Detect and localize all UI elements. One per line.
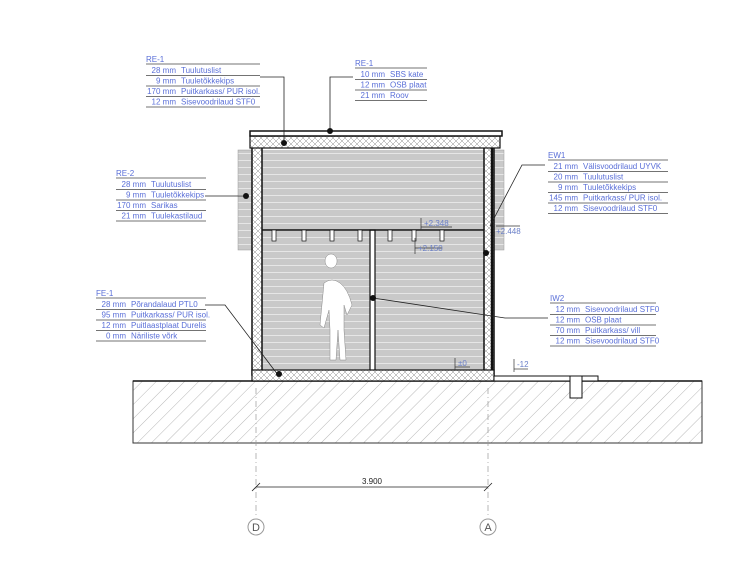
callout-title: RE-1 bbox=[355, 59, 374, 68]
layer-thickness: 12 mm bbox=[556, 337, 581, 346]
shelf bbox=[262, 229, 484, 242]
shelf-bracket bbox=[411, 229, 417, 242]
layer-material: Tuulutuslist bbox=[151, 180, 192, 189]
callout-title: EW1 bbox=[548, 151, 566, 160]
layer-material: Sisevoodrilaud STF0 bbox=[583, 204, 658, 213]
layer-material: OSB plaat bbox=[390, 81, 427, 90]
layer-thickness: 28 mm bbox=[152, 66, 177, 75]
leader-lines bbox=[205, 76, 548, 376]
layer-thickness: 95 mm bbox=[102, 311, 127, 320]
shelf-bracket bbox=[439, 229, 445, 242]
dimension-width: 3.900 bbox=[251, 477, 493, 492]
layer-material: Sisevoodrilaud STF0 bbox=[181, 98, 256, 107]
layer-thickness: 10 mm bbox=[361, 70, 386, 79]
callout-title: RE-1 bbox=[146, 55, 165, 64]
layer-thickness: 12 mm bbox=[556, 316, 581, 325]
callout-title: FE-1 bbox=[96, 289, 114, 298]
layer-thickness: 9 mm bbox=[558, 183, 578, 192]
shelf-bracket bbox=[301, 229, 307, 242]
roof bbox=[249, 135, 501, 149]
axis-bubble-a bbox=[479, 518, 497, 536]
shelf-bracket bbox=[387, 229, 393, 242]
layer-thickness: 170 mm bbox=[147, 87, 176, 96]
layer-thickness: 0 mm bbox=[106, 332, 126, 341]
layer-thickness: 12 mm bbox=[556, 305, 581, 314]
layer-material: Puitlaastplaat Durelis bbox=[131, 321, 206, 330]
terrace bbox=[493, 375, 599, 382]
callout-fe1: FE-1 28 mm Põrandalaud PTL0 95 mm Puitkarkas… bbox=[96, 289, 210, 342]
shelf-bracket bbox=[271, 229, 277, 242]
callout-title: IW2 bbox=[550, 294, 565, 303]
layer-thickness: 20 mm bbox=[554, 173, 579, 182]
layer-material: Puitkarkass/ PUR isol. bbox=[131, 311, 210, 320]
layer-material: Põrandalaud PTL0 bbox=[131, 300, 198, 309]
layer-material: Sarikas bbox=[151, 201, 178, 210]
axis-label-d: D bbox=[252, 522, 260, 534]
axis-bubble-d bbox=[247, 518, 265, 536]
layer-material: Tuuletõkkekips bbox=[583, 183, 636, 192]
svg-text:3.900: 3.900 bbox=[362, 477, 383, 486]
layer-thickness: 21 mm bbox=[554, 162, 579, 171]
layer-thickness: 170 mm bbox=[117, 201, 146, 210]
axis-label-a: A bbox=[484, 522, 492, 534]
level-ground: -12 bbox=[517, 360, 529, 369]
layer-thickness: 21 mm bbox=[361, 91, 386, 100]
callout-re1-right: RE-1 10 mm SBS kate 12 mm OSB plaat 21 mm Roov bbox=[355, 59, 427, 101]
layer-thickness: 9 mm bbox=[156, 77, 176, 86]
layer-thickness: 28 mm bbox=[102, 300, 127, 309]
ground-hatch bbox=[132, 380, 703, 444]
person-silhouette bbox=[319, 253, 353, 361]
layer-material: OSB plaat bbox=[585, 316, 622, 325]
layer-thickness: 28 mm bbox=[122, 180, 147, 189]
layer-material: Puitkarkass/ PUR isol. bbox=[181, 87, 260, 96]
wall-left bbox=[251, 146, 263, 376]
level-shelf-top: +2.348 bbox=[424, 219, 449, 228]
gable-left bbox=[237, 149, 253, 251]
level-eave: +2.448 bbox=[496, 227, 521, 236]
layer-thickness: 12 mm bbox=[102, 321, 127, 330]
layer-thickness: 12 mm bbox=[554, 204, 579, 213]
callout-title: RE-2 bbox=[116, 169, 135, 178]
layer-material: Roov bbox=[390, 91, 409, 100]
level-markers bbox=[414, 218, 528, 372]
layer-material: Sisevoodrilaud STF0 bbox=[585, 305, 660, 314]
leader-dots bbox=[243, 128, 489, 377]
callout-iw2: IW2 12 mm Sisevoodrilaud STF0 12 mm OSB plaa… bbox=[550, 294, 660, 347]
level-floor: ±0 bbox=[458, 359, 467, 368]
layer-material: Näriliste võrk bbox=[131, 332, 178, 341]
shelf-bracket bbox=[357, 229, 363, 242]
level-shelf-bottom: +2.150 bbox=[418, 244, 443, 253]
layer-thickness: 70 mm bbox=[556, 326, 581, 335]
layer-material: Tuulutuslist bbox=[583, 173, 624, 182]
layer-material: Tuuletõkkekips bbox=[181, 77, 234, 86]
callout-ew1: EW1 21 mm Välisvoodrilaud UYVK 20 mm Tuulutu… bbox=[548, 151, 668, 214]
shelf-bracket bbox=[329, 229, 335, 242]
layer-material: Tuuletõkkekips bbox=[151, 191, 204, 200]
layer-material: Puitkarkass/ PUR isol. bbox=[583, 194, 662, 203]
layer-thickness: 21 mm bbox=[122, 212, 147, 221]
layer-thickness: 145 mm bbox=[549, 194, 578, 203]
layer-material: Sisevoodrilaud STF0 bbox=[585, 337, 660, 346]
callout-re2: RE-2 28 mm Tuulutuslist 9 mm Tuuletõkkekips 1… bbox=[116, 169, 206, 222]
partition-wall bbox=[369, 229, 376, 373]
layer-material: Välisvoodrilaud UYVK bbox=[583, 162, 662, 171]
callout-re1-left: RE-1 28 mm Tuulutuslist 9 mm Tuuletõkkekips 1… bbox=[146, 55, 260, 108]
layer-thickness: 9 mm bbox=[126, 191, 146, 200]
layer-material: SBS kate bbox=[390, 70, 424, 79]
layer-material: Tuulekastilaud bbox=[151, 212, 202, 221]
layer-material: Tuulutuslist bbox=[181, 66, 222, 75]
floor bbox=[251, 369, 495, 382]
layer-thickness: 12 mm bbox=[152, 98, 177, 107]
layer-thickness: 12 mm bbox=[361, 81, 386, 90]
layer-material: Puitkarkass/ vill bbox=[585, 326, 640, 335]
